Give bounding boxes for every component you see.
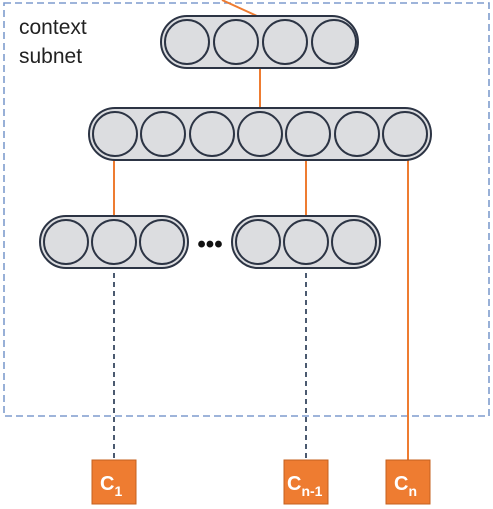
context-box-cn-1-bg bbox=[283, 459, 329, 505]
middle-layer bbox=[88, 107, 432, 161]
bottom-right-node bbox=[235, 219, 281, 265]
top-layer-node bbox=[311, 19, 357, 65]
top-layer-node bbox=[164, 19, 210, 65]
bottom-left-node bbox=[91, 219, 137, 265]
bottom-right-group bbox=[231, 215, 381, 269]
context-box-cn-1: Cn-1 bbox=[283, 459, 329, 505]
top-layer-pill bbox=[160, 15, 359, 69]
context-box-c1-bg bbox=[91, 459, 137, 505]
context-subnet-boundary bbox=[3, 2, 490, 417]
bottom-left-node bbox=[43, 219, 89, 265]
context-box-c1: C1 bbox=[91, 459, 137, 505]
top-layer-node bbox=[262, 19, 308, 65]
context-box-cn-1-base: C bbox=[287, 473, 301, 495]
middle-layer-node bbox=[285, 111, 331, 157]
bottom-left-group bbox=[39, 215, 189, 269]
context-box-cn: Cn bbox=[385, 459, 431, 505]
ellipsis: ••• bbox=[197, 231, 222, 258]
bottom-right-node bbox=[283, 219, 329, 265]
middle-layer-node bbox=[382, 111, 428, 157]
subnet-label-line2: subnet bbox=[19, 45, 82, 68]
bottom-left-node bbox=[139, 219, 185, 265]
context-box-c1-label: C1 bbox=[100, 473, 122, 499]
context-box-cn-1-label: Cn-1 bbox=[287, 473, 323, 499]
middle-layer-node bbox=[140, 111, 186, 157]
top-output-connection bbox=[221, 0, 258, 17]
bottom-right-node bbox=[331, 219, 377, 265]
subnet-label: context subnet bbox=[19, 16, 93, 68]
subnet-label-line1: context bbox=[19, 16, 87, 39]
context-box-c1-sub: 1 bbox=[114, 483, 122, 499]
middle-layer-node bbox=[237, 111, 283, 157]
middle-layer-node bbox=[189, 111, 235, 157]
connections bbox=[113, 0, 409, 460]
context-box-cn-1-sub: n-1 bbox=[301, 483, 322, 499]
context-box-c1-base: C bbox=[100, 473, 114, 495]
top-layer-node bbox=[213, 19, 259, 65]
middle-layer-node bbox=[92, 111, 138, 157]
context-box-cn-label: Cn bbox=[394, 473, 417, 499]
middle-layer-node bbox=[334, 111, 380, 157]
context-box-cn-base: C bbox=[394, 473, 408, 495]
context-box-cn-bg bbox=[385, 459, 431, 505]
context-box-cn-sub: n bbox=[408, 483, 417, 499]
top-layer bbox=[160, 15, 359, 69]
